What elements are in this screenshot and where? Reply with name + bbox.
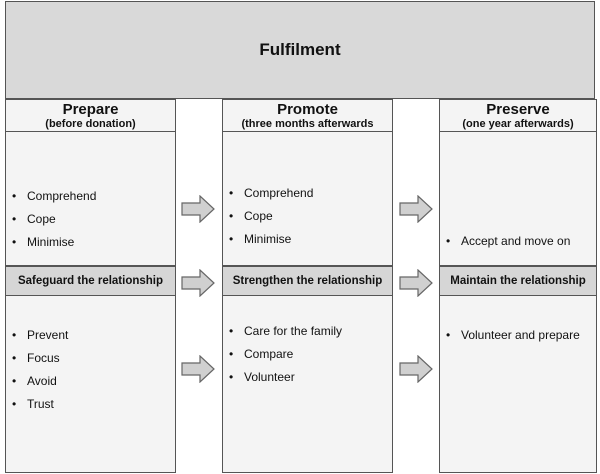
right-arrow-icon [399, 195, 433, 223]
top-panel: •Comprehend •Cope •Minimise [222, 132, 393, 266]
right-arrow-icon [399, 355, 433, 383]
list-item: •Compare [229, 347, 294, 361]
relationship-band: Strengthen the relationship [222, 266, 393, 296]
list-item: •Minimise [229, 232, 292, 246]
top-panel: •Comprehend •Cope •Minimise [5, 132, 176, 266]
right-arrow-icon [399, 269, 433, 297]
column-title: Preserve [486, 101, 550, 118]
right-arrow-icon [181, 195, 215, 223]
top-panel: •Accept and move on [439, 132, 597, 266]
bottom-panel: •Prevent •Focus •Avoid •Trust [5, 296, 176, 473]
column-subtitle: (one year afterwards) [462, 118, 574, 130]
column-preserve: Preserve (one year afterwards) •Accept a… [439, 99, 597, 473]
bottom-list: •Prevent •Focus •Avoid •Trust [12, 324, 68, 416]
column-title: Promote [277, 101, 338, 118]
column-subtitle: (three months afterwards [241, 118, 374, 130]
banner-title: Fulfilment [259, 40, 341, 59]
list-item: •Comprehend [229, 186, 314, 200]
relationship-band: Maintain the relationship [439, 266, 597, 296]
column-promote: Promote (three months afterwards •Compre… [222, 99, 393, 473]
right-arrow-icon [181, 269, 215, 297]
list-item: •Cope [229, 209, 273, 223]
list-item: •Avoid [12, 374, 57, 388]
top-list: •Accept and move on [446, 230, 570, 253]
list-item: •Prevent [12, 328, 69, 342]
list-item: •Trust [12, 397, 54, 411]
relationship-band: Safeguard the relationship [5, 266, 176, 296]
list-item: •Accept and move on [446, 234, 571, 248]
list-item: •Minimise [12, 235, 75, 249]
bottom-panel: •Volunteer and prepare [439, 296, 597, 473]
right-arrow-icon [181, 355, 215, 383]
column-title: Prepare [62, 101, 119, 118]
list-item: •Comprehend [12, 189, 97, 203]
column-header: Promote (three months afterwards [222, 99, 393, 132]
top-list: •Comprehend •Cope •Minimise [12, 185, 96, 254]
column-header: Prepare (before donation) [5, 99, 176, 132]
list-item: •Cope [12, 212, 56, 226]
column-prepare: Prepare (before donation) •Comprehend •C… [5, 99, 176, 473]
column-header: Preserve (one year afterwards) [439, 99, 597, 132]
bottom-panel: •Care for the family •Compare •Volunteer [222, 296, 393, 473]
top-list: •Comprehend •Cope •Minimise [229, 182, 313, 251]
list-item: •Care for the family [229, 324, 343, 338]
fulfilment-banner: Fulfilment [5, 1, 595, 99]
list-item: •Volunteer [229, 370, 295, 384]
list-item: •Focus [12, 351, 60, 365]
bottom-list: •Volunteer and prepare [446, 324, 580, 347]
column-subtitle: (before donation) [45, 118, 136, 130]
list-item: •Volunteer and prepare [446, 328, 580, 342]
bottom-list: •Care for the family •Compare •Volunteer [229, 320, 342, 389]
